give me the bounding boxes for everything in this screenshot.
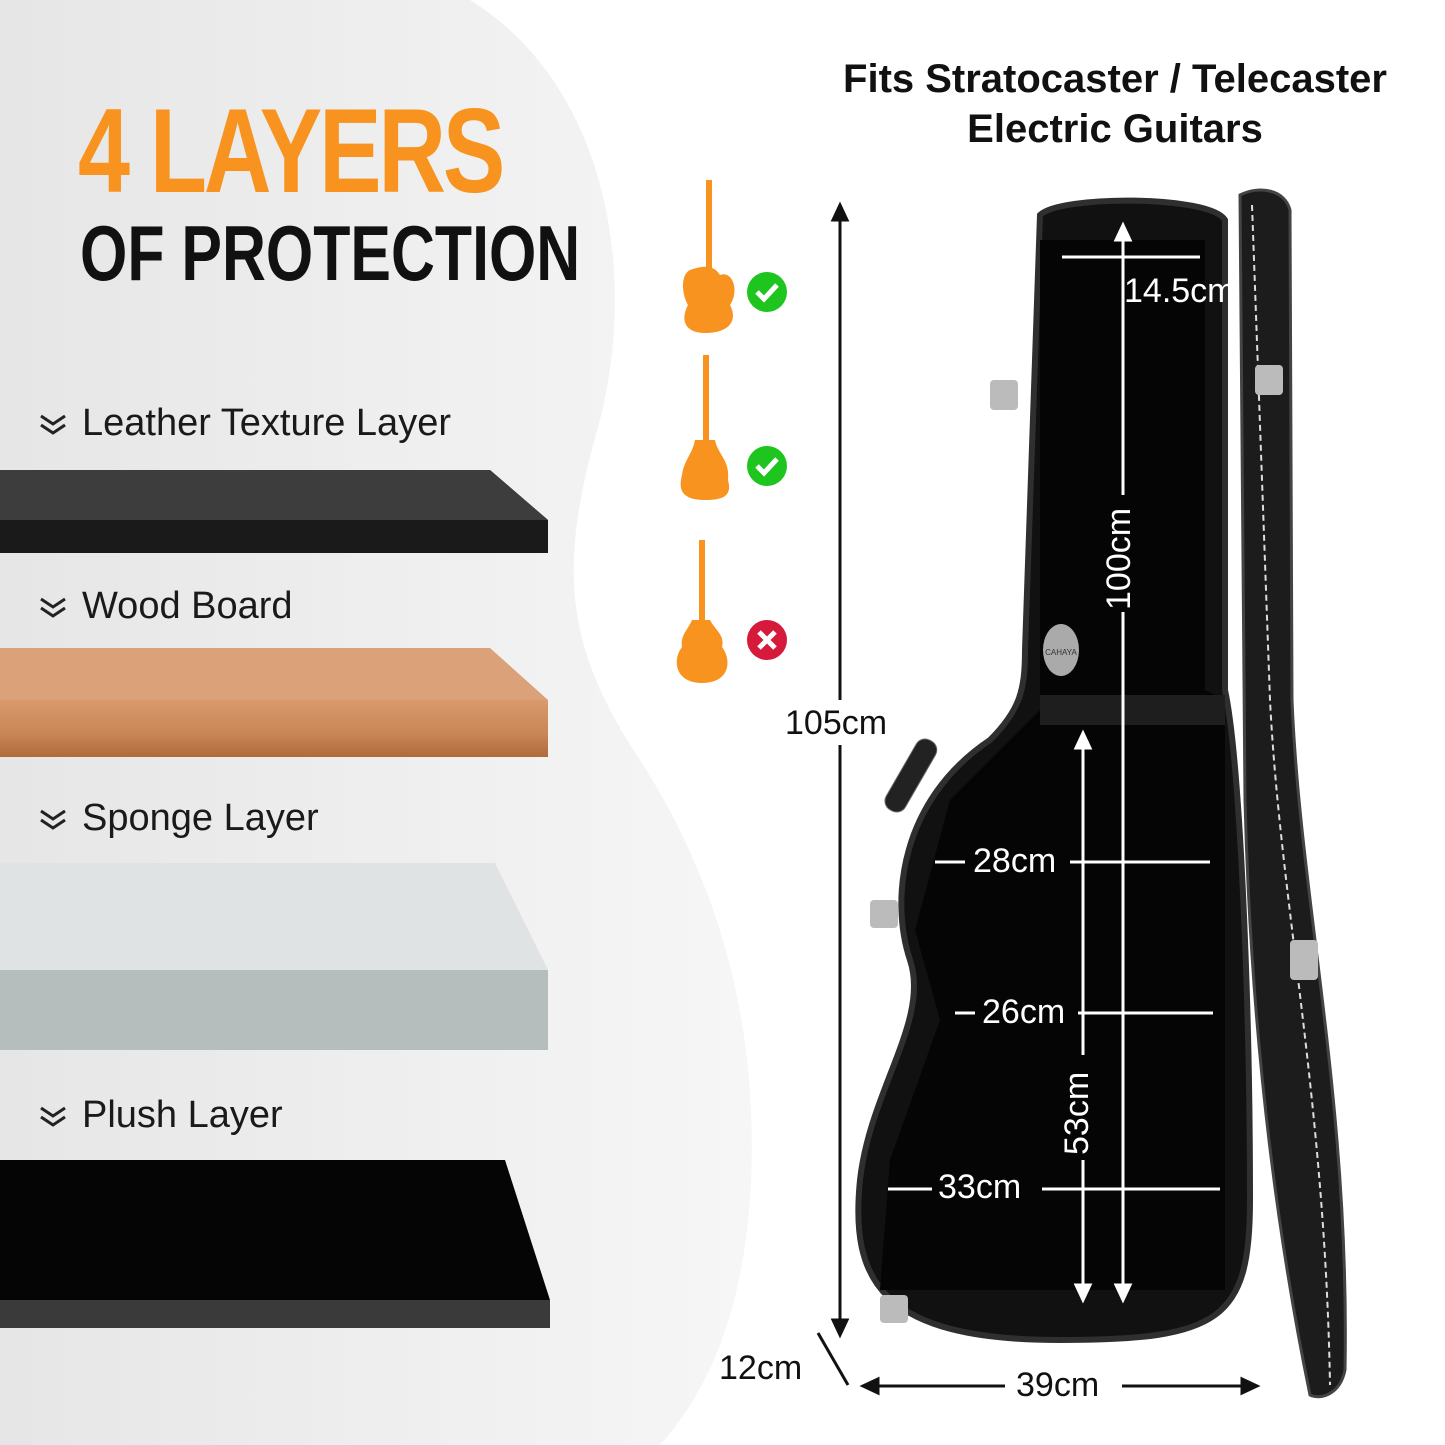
dim-upper-width: 28cm bbox=[973, 842, 1057, 880]
dim-head-width: 14.5cm bbox=[1124, 272, 1236, 310]
dim-body-length: 53cm bbox=[1058, 1071, 1096, 1155]
fit-title-line2: Electric Guitars bbox=[967, 107, 1263, 151]
case-lid bbox=[1238, 188, 1347, 1399]
dim-inner-length: 100cm bbox=[1100, 507, 1138, 610]
layer-label-wood: Wood Board bbox=[38, 585, 293, 628]
chevron-double-down-icon bbox=[40, 597, 66, 618]
brand-badge bbox=[1043, 624, 1079, 676]
sponge-layer-slab bbox=[0, 863, 548, 1050]
layer-label-text: Plush Layer bbox=[82, 1094, 283, 1136]
case-handle bbox=[884, 738, 938, 813]
dim-lower-width: 33cm bbox=[938, 1168, 1022, 1206]
dim-waist-width: 26cm bbox=[982, 993, 1066, 1031]
guitar-compat-list bbox=[676, 180, 787, 683]
layer-label-text: Wood Board bbox=[82, 585, 293, 627]
leather-layer-slab bbox=[0, 470, 548, 553]
latch bbox=[990, 380, 1018, 410]
layer-label-sponge: Sponge Layer bbox=[38, 797, 319, 840]
latch bbox=[880, 1295, 908, 1323]
layer-label-text: Leather Texture Layer bbox=[82, 402, 451, 444]
check-icon bbox=[747, 272, 787, 312]
plush-layer-slab bbox=[0, 1160, 550, 1328]
wood-layer-slab bbox=[0, 648, 548, 757]
cross-icon bbox=[747, 620, 787, 660]
chevron-double-down-icon bbox=[40, 414, 66, 435]
stratocaster-icon bbox=[683, 180, 735, 333]
headline-line2: OF PROTECTION bbox=[80, 209, 581, 297]
les-paul-icon bbox=[676, 540, 728, 683]
layer-label-text: Sponge Layer bbox=[82, 797, 319, 839]
hinge bbox=[1255, 365, 1283, 395]
dim-outer-width: 39cm bbox=[1016, 1366, 1100, 1404]
headline-line1: 4 LAYERS bbox=[78, 84, 505, 218]
chevron-double-down-icon bbox=[40, 809, 66, 830]
brand-badge-text: CAHAYA bbox=[1045, 648, 1077, 657]
dim-depth: 12cm bbox=[719, 1349, 803, 1387]
telecaster-icon bbox=[680, 355, 730, 500]
latch bbox=[870, 900, 898, 928]
dim-total-length: 105cm bbox=[785, 704, 888, 742]
check-icon bbox=[747, 446, 787, 486]
chevron-double-down-icon bbox=[40, 1106, 66, 1127]
fit-title-line1: Fits Stratocaster / Telecaster bbox=[843, 57, 1387, 101]
layer-label-plush: Plush Layer bbox=[38, 1094, 283, 1137]
fit-title: Fits Stratocaster / Telecaster Electric … bbox=[820, 54, 1410, 154]
layer-label-leather: Leather Texture Layer bbox=[38, 402, 451, 445]
hinge bbox=[1290, 940, 1318, 980]
